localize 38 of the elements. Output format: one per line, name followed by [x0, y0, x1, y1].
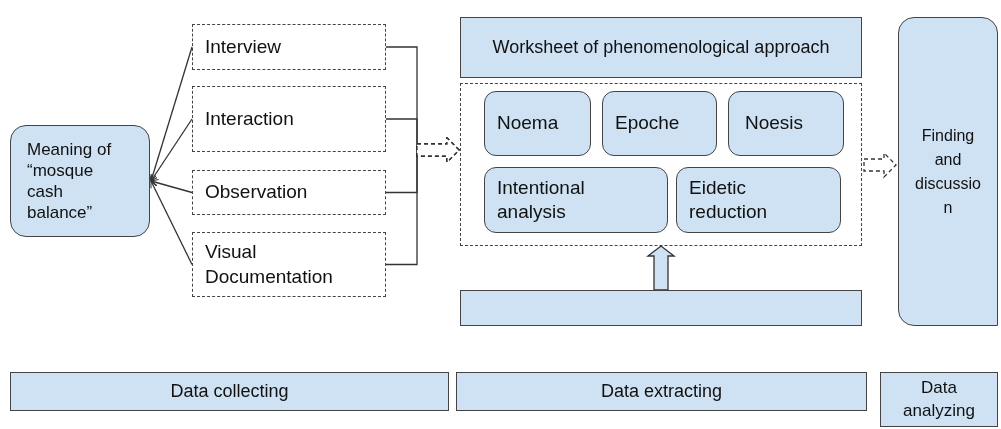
result-box	[898, 17, 998, 326]
node-text: Intentional analysis	[497, 176, 586, 224]
connector-line	[150, 180, 193, 266]
node-text: Visual Documentation	[205, 239, 334, 289]
node-text: Observation	[205, 180, 309, 205]
connector-line	[149, 46, 193, 182]
node-text: Interaction	[205, 106, 295, 131]
method-box	[192, 232, 386, 297]
tool-box	[460, 290, 862, 326]
stage-bar	[10, 372, 449, 411]
concept-box	[602, 91, 717, 156]
node-text: Noesis	[745, 111, 805, 136]
node-text: Worksheet of phenomenological approach	[492, 35, 830, 59]
method-box	[192, 170, 386, 215]
block-arrow	[646, 245, 676, 291]
node-text: Data collecting	[170, 380, 289, 403]
topic-box	[10, 125, 150, 237]
node-text: Finding and discussion	[915, 125, 981, 218]
node-text: Data analyzing	[902, 377, 976, 422]
node-text: Eidetic reduction	[689, 176, 769, 224]
concept-box	[484, 91, 591, 156]
concept-box	[676, 167, 841, 233]
node-text: Noema	[497, 111, 560, 136]
group-box	[460, 83, 862, 246]
block-arrow	[863, 151, 897, 179]
method-box	[192, 24, 386, 70]
node-text: Interview	[205, 34, 283, 59]
concept-box	[484, 167, 668, 233]
connector-line	[150, 118, 193, 182]
method-box	[192, 86, 386, 152]
concept-box	[728, 91, 844, 156]
node-text: Data extracting	[600, 380, 723, 403]
node-text: Meaning of “mosque cash balance”	[27, 138, 113, 224]
stage-bar	[456, 372, 867, 411]
header-box	[460, 17, 862, 78]
stage-bar	[880, 372, 998, 427]
connector-line	[150, 179, 193, 194]
node-text: Epoche	[615, 111, 681, 136]
